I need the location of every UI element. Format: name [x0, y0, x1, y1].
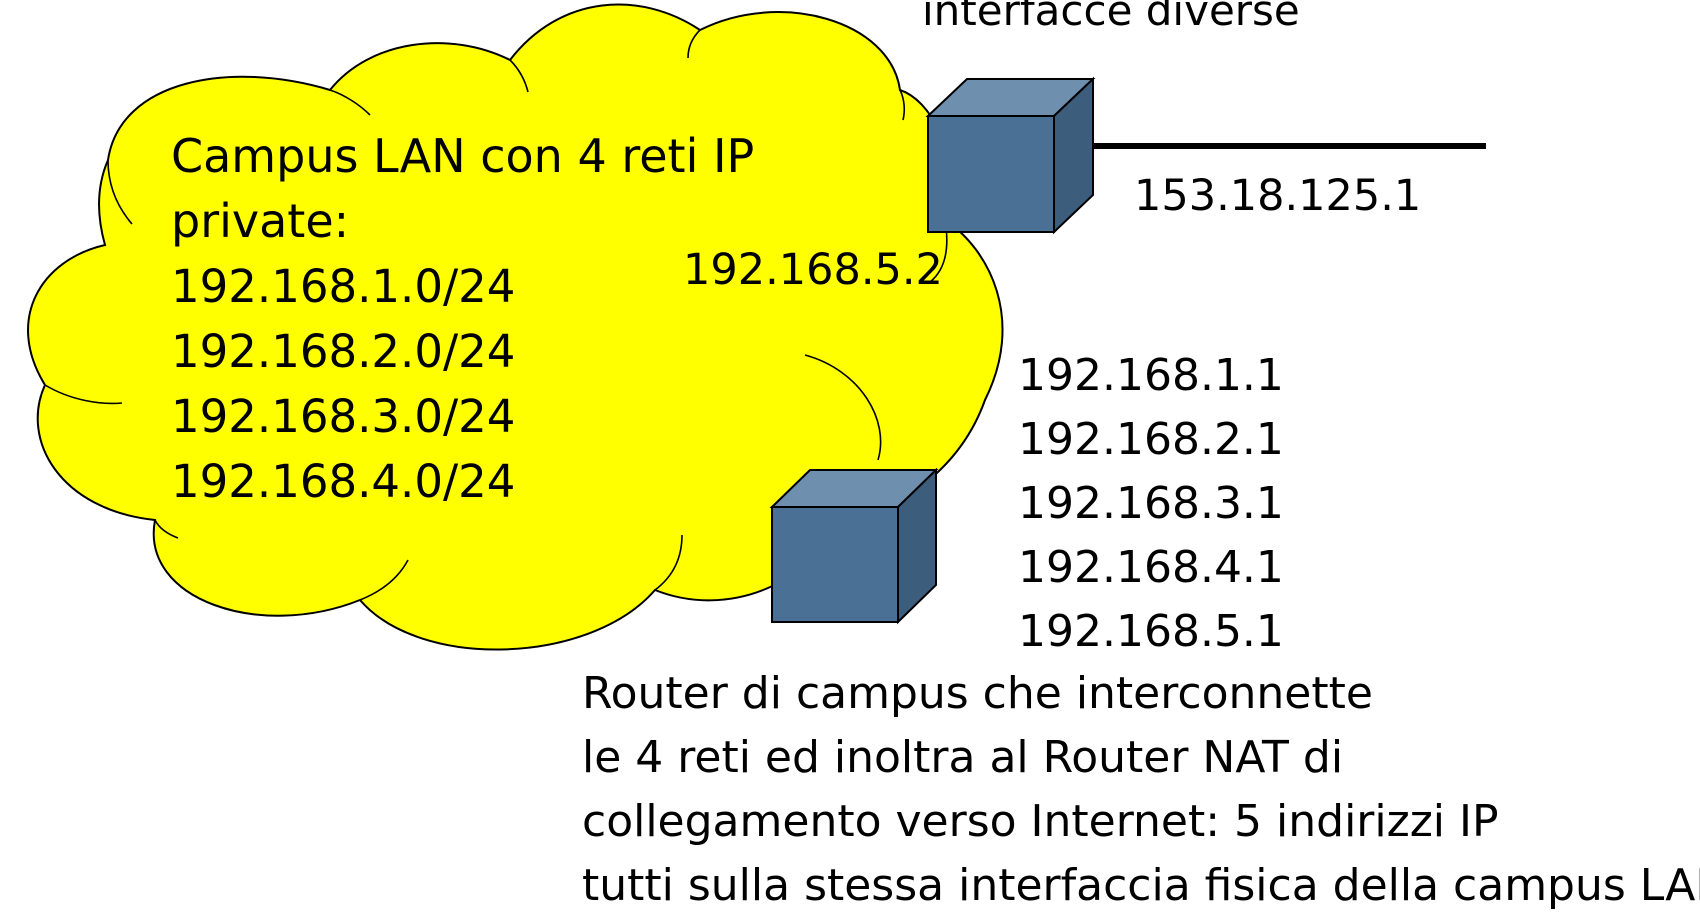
campus-address: 192.168.2.1	[1018, 414, 1284, 465]
caption-line: collegamento verso Internet: 5 indirizzi…	[582, 796, 1499, 847]
caption-line: le 4 reti ed inoltra al Router NAT di	[582, 732, 1344, 783]
cloud-title-line: private:	[171, 194, 350, 248]
network-item: 192.168.3.0/24	[171, 390, 516, 443]
cloud-shape	[27, 3, 1004, 651]
nat-external-ip: 153.18.125.1	[1134, 171, 1422, 221]
network-item: 192.168.2.0/24	[171, 325, 516, 378]
campus-address: 192.168.5.1	[1018, 606, 1284, 657]
campus-address: 192.168.4.1	[1018, 542, 1284, 593]
cloud-title: Campus LAN con 4 reti IP private:	[171, 124, 754, 254]
campus-router-addresses: 192.168.1.1 192.168.2.1 192.168.3.1 192.…	[1018, 344, 1284, 664]
nat-router	[925, 76, 1096, 235]
nat-router-front	[927, 115, 1055, 233]
network-item: 192.168.4.0/24	[171, 455, 516, 508]
caption-line: tutti sulla stessa interfaccia fisica de…	[582, 860, 1700, 911]
private-networks-list: 192.168.1.0/24 192.168.2.0/24 192.168.3.…	[171, 254, 515, 514]
top-text: interfacce diverse	[922, 0, 1300, 35]
nat-internal-ip: 192.168.5.2	[683, 245, 943, 295]
campus-address: 192.168.3.1	[1018, 478, 1284, 529]
network-item: 192.168.1.0/24	[171, 260, 516, 313]
network-diagram	[27, 3, 1486, 651]
campus-address: 192.168.1.1	[1018, 350, 1284, 401]
campus-lan-cloud	[27, 3, 1004, 651]
campus-router-front	[771, 506, 899, 623]
caption-line: Router di campus che interconnette	[582, 668, 1373, 719]
cloud-title-line: Campus LAN con 4 reti IP	[171, 129, 755, 183]
campus-router	[769, 467, 939, 625]
campus-router-caption: Router di campus che interconnette le 4 …	[582, 662, 1700, 918]
